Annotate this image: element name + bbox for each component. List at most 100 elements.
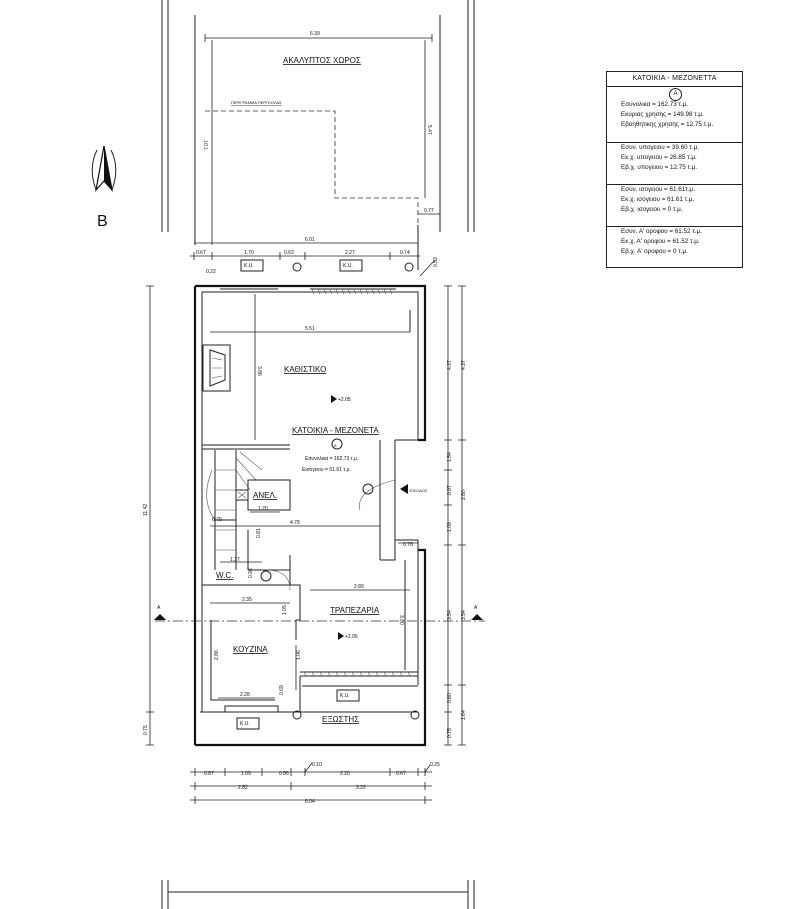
level-living: +2.05 — [338, 397, 351, 403]
dim-in-081: 0.81 — [256, 528, 262, 538]
wc-door-marker — [260, 570, 272, 582]
stair-up-label: ΑΝΕΛ. — [253, 491, 277, 500]
dim-b-010: 0.10 — [312, 762, 322, 768]
dim-row-022: 0.22 — [206, 269, 216, 275]
ku-box-top-right: K.U. — [339, 259, 363, 272]
legend-line: Eσυν. Α' οροφου = 61.52 τ.μ. — [621, 228, 702, 235]
balcony-label: ΕΞΩΣΤΗΣ — [322, 715, 359, 724]
ku-box-top-left: K.U. — [240, 259, 264, 272]
dim-in-120: 1.20 — [258, 506, 268, 512]
dim-in-096: 0.96 — [248, 568, 254, 578]
kitchen-dining-wall — [290, 584, 301, 640]
dim-b-322: 3.22 — [356, 785, 366, 791]
dwelling-badge — [331, 438, 343, 450]
dim-row-227: 2.27 — [345, 250, 355, 256]
dim-in-137: 1.37 — [230, 557, 240, 563]
dim-in-106: 1.06 — [296, 650, 302, 660]
level-dining: +2.05 — [345, 634, 358, 640]
area-legend: ΚΑΤΟΙΚΙΑ - ΜΕΖΟΝΕΤΤΑ Α Eσυνολικα = 162.7… — [606, 71, 743, 268]
dim-in-075: 0.75 — [212, 517, 222, 523]
living-room-label: ΚΑΘΙΣΤΙΚΟ — [284, 365, 326, 374]
dim-in-286: 2.86 — [214, 650, 220, 660]
dining-label: ΤΡΑΠΕΖΑΡΙΑ — [330, 606, 380, 615]
svg-text:K.U.: K.U. — [340, 693, 350, 699]
open-space-label: ΑΚΑΛΥΠΤΟΣ ΧΩΡΟΣ — [283, 56, 361, 65]
building-outer-walls — [193, 284, 427, 747]
north-arrow-icon — [91, 145, 117, 192]
dim-row-063: 0.63 — [284, 250, 294, 256]
ku-box-balcony: K.U. — [336, 689, 360, 702]
wc-label: W.C. — [216, 571, 233, 580]
column-marker-4 — [410, 710, 420, 720]
legend-line: Eκ.χ. υπογειου = 26.85 τ.μ. — [621, 154, 697, 161]
dim-in-289-label: 2.89 — [354, 584, 364, 590]
window-top-1 — [220, 288, 278, 293]
dim-in-300: 3.00 — [398, 615, 404, 625]
open-space-outline — [161, 0, 475, 270]
section-mark-right — [471, 614, 483, 620]
kitchen-label: ΚΟΥΖΙΝΑ — [233, 645, 268, 654]
dim-b-086: 0.86 — [279, 771, 289, 777]
dim-r-280: 2.80 — [461, 490, 467, 500]
dwelling-badge-letter: Α — [334, 443, 337, 448]
dim-row-601-label: 6.01 — [305, 237, 315, 243]
section-mark-left-label: Α — [157, 605, 161, 611]
dwelling-label: ΚΑΤΟΙΚΙΑ - ΜΕΖΟΝΕΤΑ — [292, 426, 379, 435]
pergola-outline — [205, 110, 419, 225]
legend-line: Eβ.χ. υπογειου = 12.75 τ.μ. — [621, 164, 698, 171]
balcony-window — [300, 671, 418, 677]
dim-r-354a: 3.54 — [447, 610, 453, 620]
dim-row-067: 0.67 — [196, 250, 206, 256]
dim-r-164: 1.64 — [461, 710, 467, 720]
legend-line: Eκ.χ. Α' οροφου = 61.52 τ.μ. — [621, 238, 700, 245]
dim-row-074: 0.74 — [400, 250, 410, 256]
legend-line: Eβ.χ. Α' οροφου = 0 τ.μ. — [621, 248, 688, 255]
dim-in-551-label: 5.51 — [305, 326, 315, 332]
entrance-label: ΕΙΣΟΔΟΣ — [410, 488, 428, 493]
legend-line: Eβ.χ. ισογειου = 0 τ.μ. — [621, 206, 683, 213]
stair-up-frame — [247, 479, 291, 511]
dim-in-078: 0.78 — [403, 542, 413, 548]
legend-line: Eκ.χ. ισογειου = 61.61 τ.μ. — [621, 196, 695, 203]
dim-in-386-label: 3.86 — [256, 366, 262, 376]
legend-line: Eβοηθητικης χρησης = 12.75 τ.μ. — [621, 121, 714, 128]
dim-top-639: 6.39 — [310, 31, 320, 37]
legend-section-total: Eσυνολικα = 162.73 τ.μ. Eκυριας χρησης =… — [607, 100, 742, 130]
level-marker-living — [331, 395, 337, 403]
entrance-door-swing — [359, 479, 396, 511]
dim-r-354b: 3.54 — [461, 610, 467, 620]
dim-in-105: 1.05 — [282, 605, 288, 615]
legend-line: Eσυνολικα = 162.73 τ.μ. — [621, 101, 689, 108]
section-mark-left — [154, 614, 166, 620]
entrance-arrow-icon — [400, 484, 408, 494]
dim-in-478-label: 4.78 — [290, 520, 300, 526]
ku-box-bottom: K.U. — [236, 717, 260, 730]
plan-area-total: Eσυνολικα = 162.73 τ.μ. — [305, 456, 358, 462]
column-marker-2 — [404, 262, 414, 272]
legend-title: ΚΑΤΟΙΚΙΑ - ΜΕΖΟΝΕΤΤΑ — [607, 72, 742, 87]
dim-r-075: 0.75 — [447, 728, 453, 738]
dim-in-069: 0.69 — [279, 685, 285, 695]
column-marker-1 — [292, 262, 302, 272]
legend-line: Eσυν. υπογειου = 39.60 τ.μ. — [621, 144, 699, 151]
pergola-label: ΠΕΡΙΓΡΑΜΜΑ ΠΕΡΓΚΟΛΑΣ — [231, 100, 282, 105]
dim-top-547: 5.47 — [426, 125, 432, 135]
legend-line: Eκυριας χρησης = 149.98 τ.μ. — [621, 111, 704, 118]
kitchen-counter — [210, 620, 275, 701]
dim-row-170: 1.70 — [244, 250, 254, 256]
dim-b-220: 2.20 — [340, 771, 350, 777]
level-marker-dining — [338, 632, 344, 640]
column-marker-3 — [292, 710, 302, 720]
section-mark-right-label: Α — [474, 605, 478, 611]
entrance-door-marker — [362, 483, 374, 495]
dim-b-025: 0.25 — [430, 762, 440, 768]
dim-b-282: 2.82 — [238, 785, 248, 791]
legend-section-basement: Eσυν. υπογειου = 39.60 τ.μ. Eκ.χ. υπογει… — [607, 142, 742, 173]
dim-b-087: 0.87 — [204, 771, 214, 777]
dim-in-235: 2.35 — [242, 597, 252, 603]
dim-r-097: 0.97 — [447, 485, 453, 495]
plan-area-ground: Eισογειου = 61.61 τ.μ. — [302, 467, 351, 473]
svg-text:K.U.: K.U. — [240, 721, 250, 727]
dim-top-707: 7.07 — [204, 140, 210, 150]
stair-block — [202, 444, 290, 570]
